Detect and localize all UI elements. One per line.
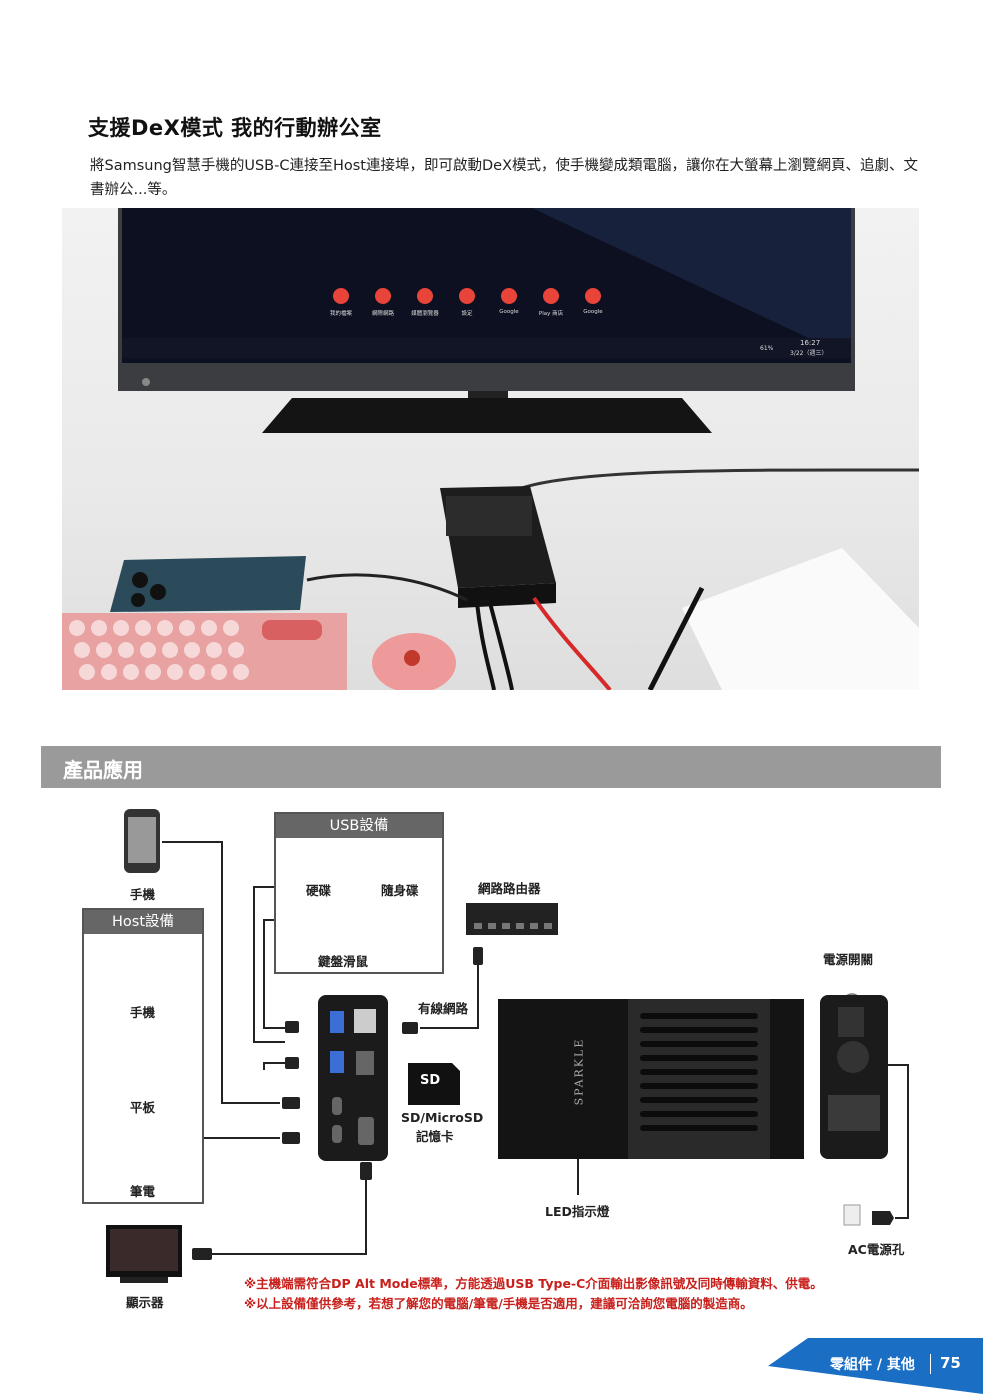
app-label: 網際網路 — [371, 311, 394, 317]
page-footer: 零組件 / 其他 75 — [768, 1338, 983, 1394]
card-label-line1: SD/MicroSD — [401, 1110, 484, 1125]
footer-divider — [930, 1354, 931, 1374]
app-label: 媒體瀏覽器 — [411, 311, 439, 317]
host-item-phone: 手機 — [130, 1005, 156, 1020]
footnote-2: ※以上設備僅供參考，若想了解您的電腦/筆電/手機是否適用，建議可洽詢您電腦的製造… — [244, 1296, 753, 1311]
usb-item-flash: 隨身碟 — [381, 883, 419, 898]
section-header: 產品應用 — [41, 746, 941, 788]
sd-icon-text: SD — [420, 1073, 441, 1088]
sd-card-icon — [408, 1063, 460, 1105]
footer-section: 零組件 / 其他 — [830, 1357, 915, 1373]
photo-scene — [62, 208, 919, 690]
app-icon — [585, 288, 601, 304]
app-label: Google — [583, 309, 603, 315]
power-plug-icon — [872, 1211, 894, 1225]
page-number: 75 — [940, 1354, 961, 1372]
router-label: 網路路由器 — [478, 881, 541, 896]
app-icon — [543, 288, 559, 304]
notebook — [682, 548, 919, 690]
section-title: 產品應用 — [63, 758, 143, 782]
host-item-tablet: 平板 — [130, 1100, 156, 1115]
router-icon — [466, 903, 558, 935]
page-title: 支援DeX模式 我的行動辦公室 — [88, 116, 382, 140]
usb-item-keyboard-mouse: 鍵盤滑鼠 — [318, 954, 369, 969]
host-item-laptop: 筆電 — [130, 1184, 156, 1199]
dock-ports-view — [318, 995, 388, 1161]
application-diagram: 手機 Host設備 手機 平板 筆電 顯示器 USB設備 硬碟 隨身碟 鍵盤滑鼠… — [0, 795, 983, 1335]
app-launcher: 我的檔案 網際網路 媒體瀏覽器 設定 Google Play 商店 Google — [320, 288, 620, 328]
status-clock: 16:27 — [800, 339, 821, 347]
monitor-stand — [262, 398, 712, 433]
pen — [647, 586, 705, 690]
taskbar — [122, 338, 851, 358]
wall-outlet-icon — [843, 1204, 861, 1226]
status-battery: 61% — [760, 345, 774, 352]
status-date: 3/22（週三） — [790, 350, 828, 357]
phone-label: 手機 — [130, 887, 156, 902]
app-icon — [375, 288, 391, 304]
footnote-1: ※主機端需符合DP Alt Mode標準，方能透過USB Type-C介面輸出影… — [244, 1276, 823, 1291]
led-label: LED指示燈 — [545, 1204, 610, 1219]
app-label: Google — [499, 309, 519, 315]
lan-label: 有線網路 — [418, 1001, 469, 1016]
power-switch-label: 電源開關 — [823, 952, 874, 967]
app-icon — [333, 288, 349, 304]
app-launcher-item[interactable]: 我的檔案 — [320, 288, 362, 328]
intro-paragraph: 將Samsung智慧手機的USB-C連接至Host連接埠，即可啟動DeX模式，使… — [90, 158, 919, 198]
app-icon — [501, 288, 517, 304]
app-launcher-item[interactable]: 網際網路 — [362, 288, 404, 328]
app-label: 我的檔案 — [329, 311, 352, 317]
app-label: Play 商店 — [538, 311, 564, 317]
host-devices-box: Host設備 — [82, 908, 204, 1204]
app-launcher-item[interactable]: Play 商店 — [530, 288, 572, 328]
app-icon — [417, 288, 433, 304]
app-launcher-item[interactable]: Google — [572, 288, 614, 328]
app-label: 設定 — [461, 311, 473, 317]
app-launcher-item[interactable]: Google — [488, 288, 530, 328]
product-photo: 我的檔案 網際網路 媒體瀏覽器 設定 Google Play 商店 Google 16:27… — [62, 208, 919, 690]
usb-box-title: USB設備 — [276, 814, 442, 838]
footnotes: ※主機端需符合DP Alt Mode標準，方能透過USB Type-C介面輸出影… — [244, 1274, 823, 1314]
usb-item-hdd: 硬碟 — [306, 883, 332, 898]
app-launcher-item[interactable]: 媒體瀏覽器 — [404, 288, 446, 328]
usb-devices-box: USB設備 — [274, 812, 444, 974]
brand-logo: SPARKLE — [572, 1037, 586, 1106]
ac-label: AC電源孔 — [848, 1242, 905, 1257]
footer-tab — [768, 1338, 983, 1394]
app-launcher-item[interactable]: 設定 — [446, 288, 488, 328]
power-led-icon — [142, 378, 150, 386]
card-label-line2: 記憶卡 — [416, 1129, 454, 1144]
app-icon — [459, 288, 475, 304]
display-label: 顯示器 — [126, 1295, 164, 1310]
host-box-title: Host設備 — [84, 910, 202, 934]
